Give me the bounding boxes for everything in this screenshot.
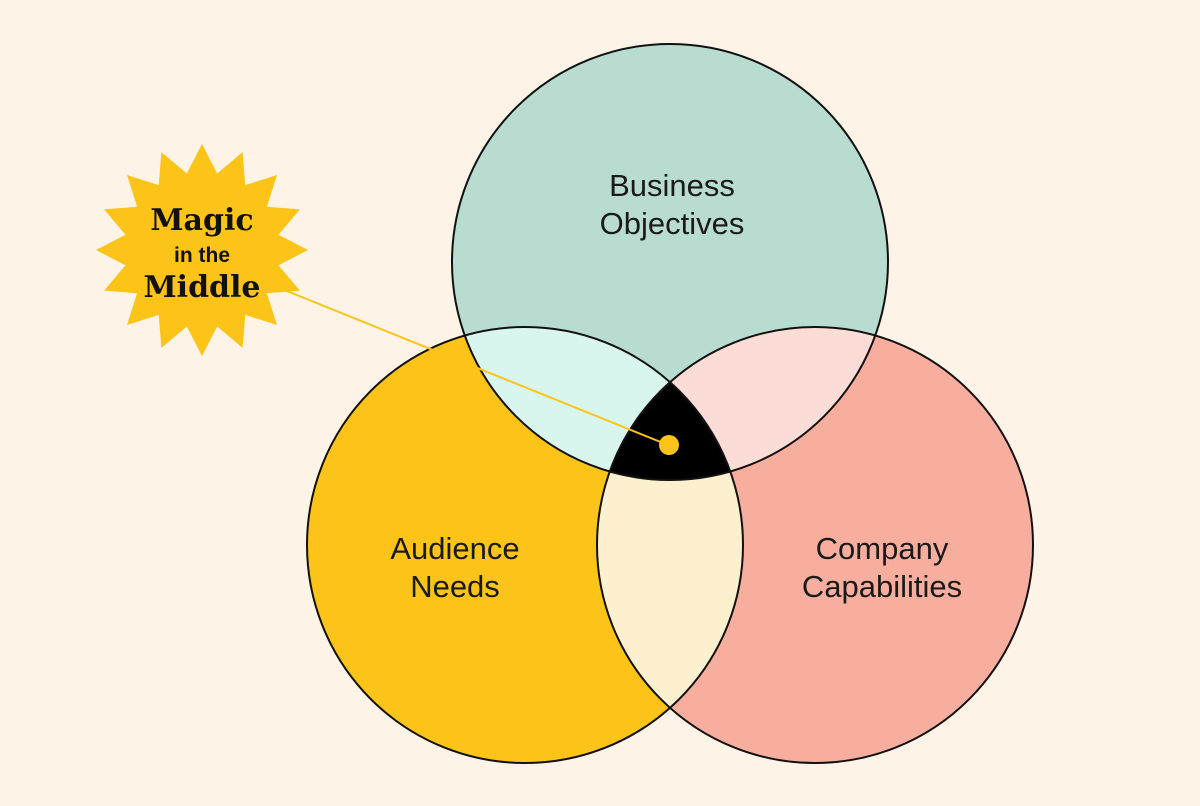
badge-line-magic: Magic [150,203,253,238]
audience-needs-outline [306,326,744,764]
badge-line-middle: Middle [143,270,260,305]
company-capabilities-label-line1: Company [816,531,949,566]
company-capabilities-label-line2: Capabilities [802,569,962,604]
center-dot [659,435,679,455]
center-overlap [597,327,743,480]
business-objectives-outline [451,43,889,481]
business-objectives-label-line2: Objectives [600,206,745,241]
audience-needs-label-line2: Needs [410,569,500,604]
starburst-badge [96,144,308,356]
audience-needs-label-line1: Audience [390,531,519,566]
pointer-line [271,284,669,446]
company-capabilities-outline [596,326,1034,764]
business-objectives-label-line1: Business [609,168,735,203]
badge-line-in-the: in the [174,244,230,267]
